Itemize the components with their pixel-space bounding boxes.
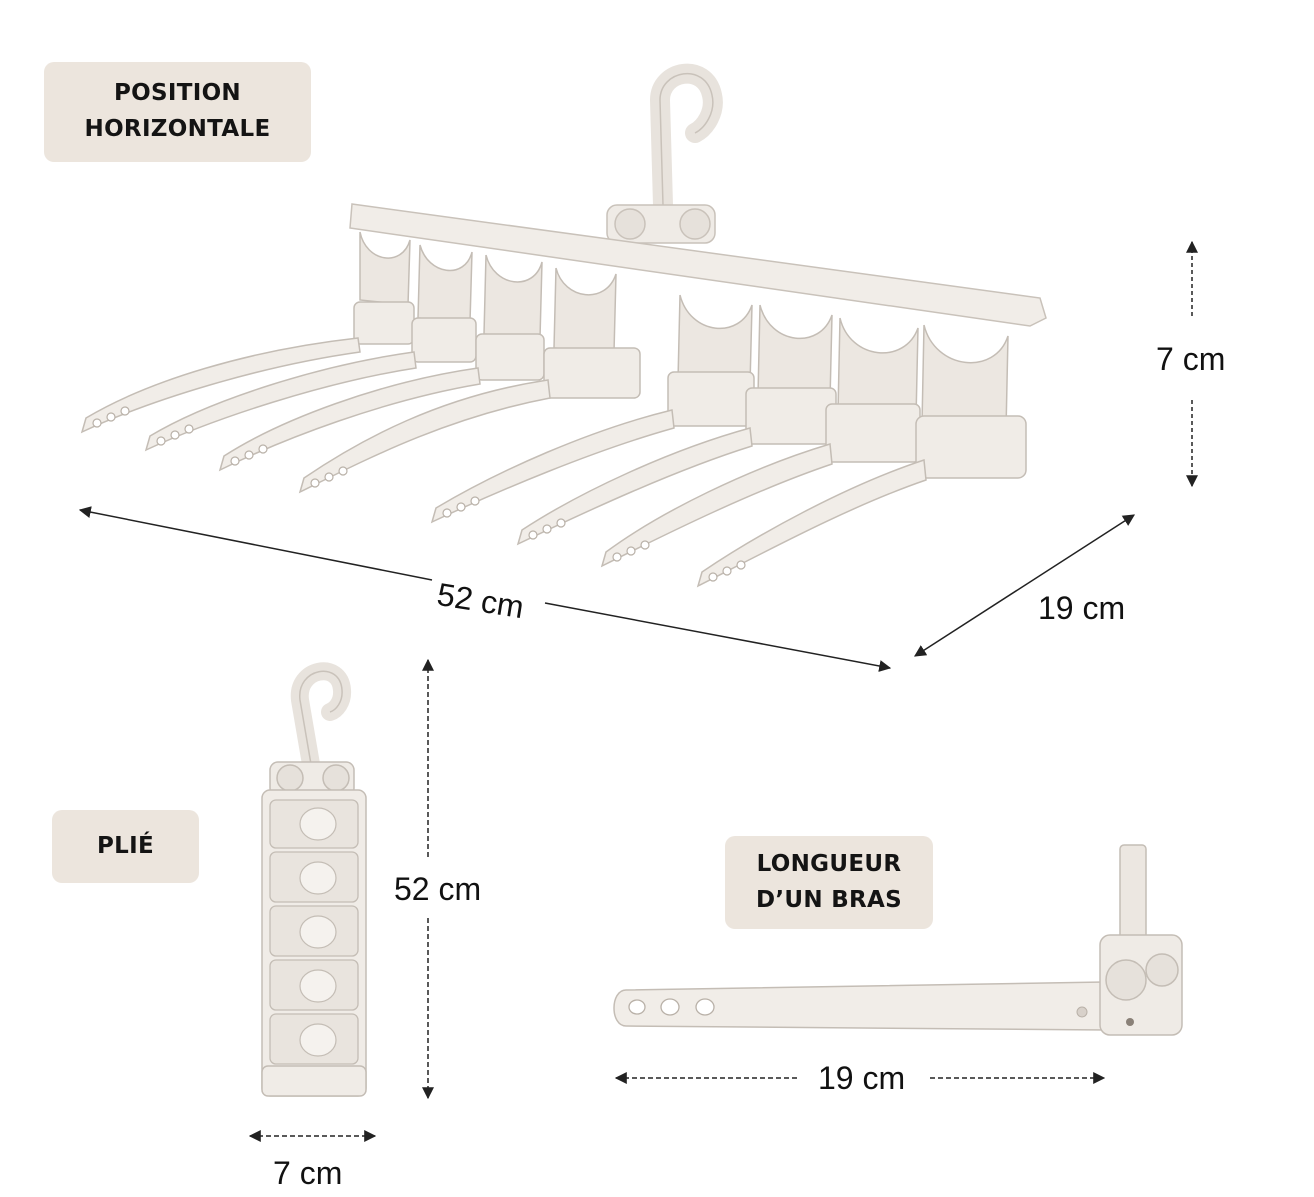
hanger-horizontal-image	[80, 63, 1047, 588]
label-line-2: HORIZONTALE	[84, 116, 271, 142]
hanger-folded-image	[261, 662, 367, 1097]
width-arrow	[78, 506, 892, 672]
hook-icon	[649, 63, 723, 215]
position-horizontale-label: POSITION HORIZONTALE	[44, 62, 311, 162]
height-dimension-text: 7 cm	[1156, 341, 1226, 377]
arm-length-dimension-text: 19 cm	[818, 1060, 906, 1096]
hook-icon	[290, 662, 352, 779]
arm-image	[613, 844, 1183, 1036]
folded-width-dimension-text: 7 cm	[273, 1155, 343, 1191]
label-line-1: LONGUEUR	[756, 850, 902, 877]
longueur-bras-label: LONGUEUR D’UN BRAS	[725, 836, 933, 929]
depth-arrow	[913, 514, 1136, 657]
label-line-2: D’UN BRAS	[755, 886, 903, 913]
plie-label: PLIÉ	[52, 810, 199, 883]
depth-dimension-text: 19 cm	[1038, 590, 1126, 626]
label-text: PLIÉ	[97, 832, 154, 859]
label-line-1: POSITION	[114, 80, 241, 107]
folded-height-dimension-text: 52 cm	[394, 871, 482, 907]
